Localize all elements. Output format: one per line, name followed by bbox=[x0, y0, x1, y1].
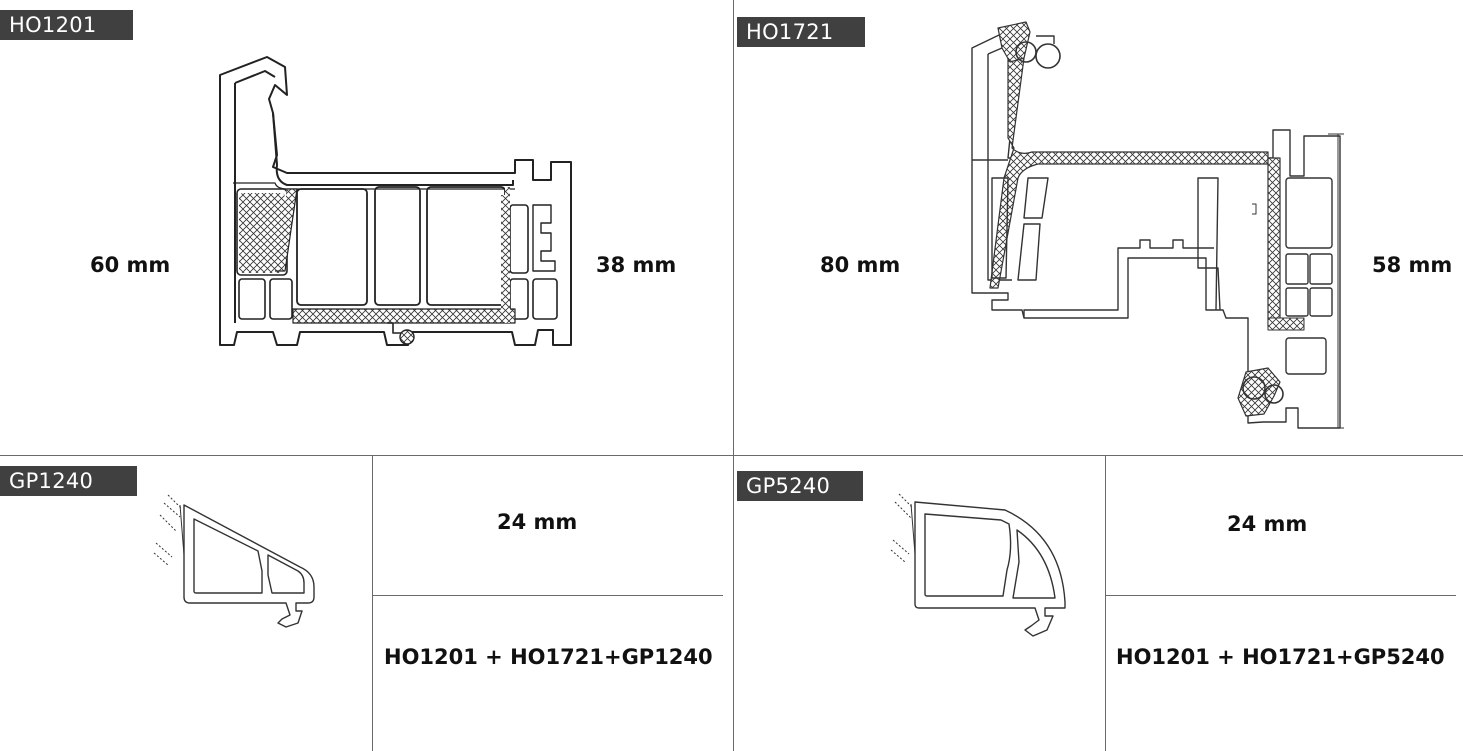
dimension-label-depth: 58 mm bbox=[1372, 253, 1453, 277]
profile-code-tag: GP1240 bbox=[0, 466, 137, 496]
profile-drawing-ho1721 bbox=[971, 21, 1344, 429]
profile-drawing-gp5240 bbox=[890, 493, 1066, 637]
divider-vertical-main bbox=[733, 0, 734, 751]
divider-horizontal-main bbox=[0, 455, 1463, 456]
divider-vertical-bottom-right bbox=[1105, 455, 1106, 751]
combination-label: HO1201 + HO1721+GP1240 bbox=[384, 645, 713, 669]
dimension-label: 24 mm bbox=[1227, 512, 1308, 536]
profile-code-tag: HO1721 bbox=[737, 17, 865, 47]
profile-code-tag: HO1201 bbox=[0, 10, 133, 40]
divider-row-bottom-left bbox=[372, 595, 723, 596]
profile-drawing-gp1240 bbox=[153, 494, 315, 628]
profile-code-tag: GP5240 bbox=[737, 471, 863, 501]
profile-drawing-ho1201 bbox=[219, 56, 572, 346]
divider-row-bottom-right bbox=[1105, 595, 1456, 596]
dimension-label-depth: 38 mm bbox=[596, 253, 677, 277]
dimension-label-height: 60 mm bbox=[90, 253, 171, 277]
dimension-label: 24 mm bbox=[497, 510, 578, 534]
dimension-label-height: 80 mm bbox=[820, 253, 901, 277]
divider-vertical-bottom-left bbox=[372, 455, 373, 751]
combination-label: HO1201 + HO1721+GP5240 bbox=[1116, 645, 1445, 669]
